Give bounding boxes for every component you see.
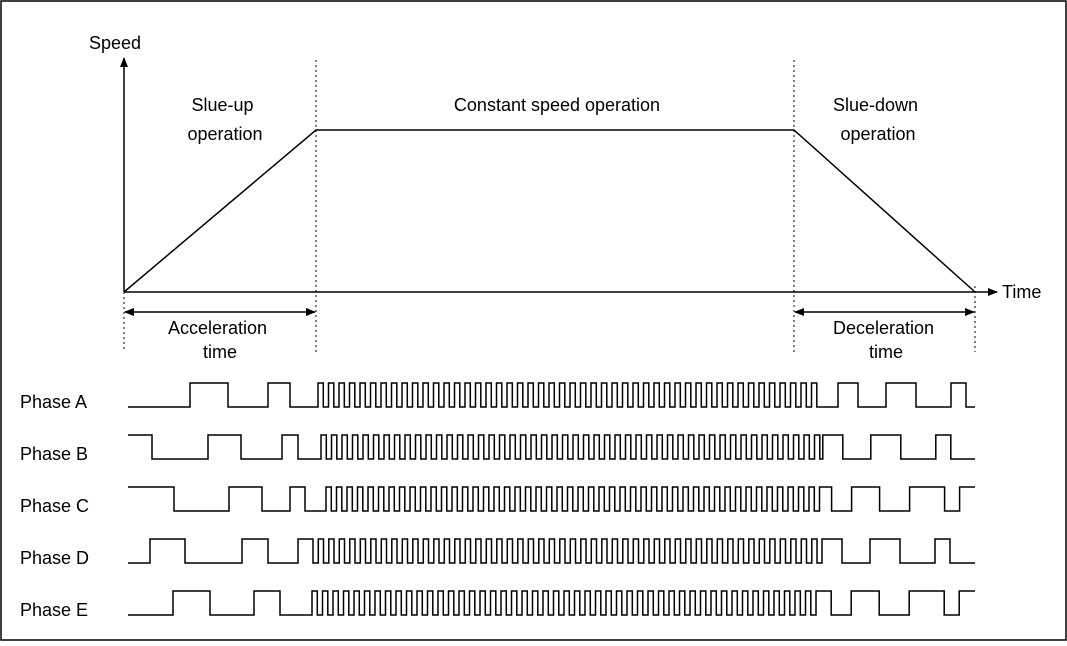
constant-speed-label: Constant speed operation: [454, 95, 660, 115]
slue-down-label: Slue-down operation: [833, 95, 923, 144]
phase-c-waveform: [128, 486, 975, 512]
phase-b-label: Phase B: [20, 444, 88, 464]
acceleration-time-label: Acceleration time: [168, 318, 272, 362]
phase-d-waveform: [128, 538, 975, 564]
deceleration-time-label: Deceleration time: [833, 318, 939, 362]
slue-up-label: Slue-up operation: [187, 95, 262, 144]
phase-waveforms: Phase A Phase B Phase C Phase D Phase E: [20, 382, 975, 620]
slue-down-label-line1: Slue-down: [833, 95, 918, 115]
time-axis-label: Time: [1002, 282, 1041, 302]
slue-up-label-line1: Slue-up: [191, 95, 253, 115]
slue-up-label-line2: operation: [187, 124, 262, 144]
slue-down-label-line2: operation: [840, 124, 915, 144]
phase-a-label: Phase A: [20, 392, 87, 412]
acceleration-time-line1: Acceleration: [168, 318, 267, 338]
speed-axis-label: Speed: [89, 33, 141, 53]
speed-profile-curve: [123, 129, 976, 293]
phase-b-waveform: [128, 434, 975, 460]
acceleration-time-line2: time: [203, 342, 237, 362]
phase-a-waveform: [128, 382, 975, 408]
phase-c-label: Phase C: [20, 496, 89, 516]
deceleration-time-line2: time: [869, 342, 903, 362]
phase-d-label: Phase D: [20, 548, 89, 568]
phase-e-label: Phase E: [20, 600, 88, 620]
phase-e-waveform: [128, 590, 975, 616]
deceleration-time-line1: Deceleration: [833, 318, 934, 338]
